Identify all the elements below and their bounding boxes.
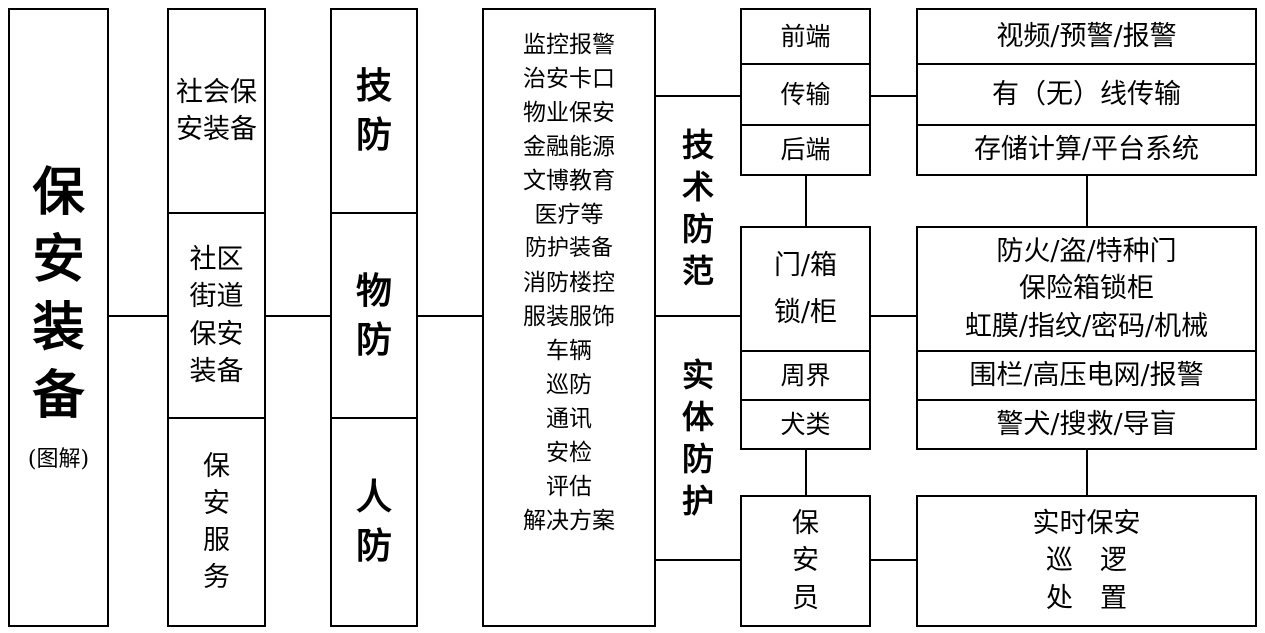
physical-defense-box: 物防	[330, 212, 418, 419]
perimeter-box: 周界	[740, 350, 871, 401]
transmission-box: 传输	[740, 63, 871, 126]
perimeter-label: 周界	[780, 360, 831, 390]
locks-detail-list: 防火/盗/特种门 保险箱锁柜 虹膜/指纹/密码/机械	[965, 233, 1208, 345]
main-title-text: 保安装备	[32, 161, 85, 426]
main-title-subtitle: (图解)	[27, 447, 90, 473]
transmission-detail-label: 有（无）线传输	[992, 78, 1181, 110]
physical-protection-category: 实体防护	[672, 338, 724, 538]
guard-label: 保安员	[792, 508, 819, 614]
locks-detail-line: 虹膜/指纹/密码/机械	[964, 310, 1209, 342]
social-security-box: 社会保安装备	[167, 8, 266, 214]
security-service-label: 保安服务	[203, 450, 230, 594]
front-detail-label: 视频/预警/报警	[996, 20, 1177, 52]
application-item: 通讯	[546, 406, 592, 432]
application-item: 物业保安	[523, 100, 615, 126]
tech-defense-box: 技防	[330, 8, 418, 214]
physical-protection-category-label: 实体防护	[682, 355, 715, 521]
application-item: 安检	[546, 440, 592, 466]
locks-detail-line: 防火/盗/特种门	[996, 236, 1177, 268]
tech-defense-category: 技术防范	[672, 108, 724, 308]
application-item: 解决方案	[523, 508, 615, 534]
locks-detail-line: 保险箱锁柜	[1018, 273, 1154, 305]
guard-detail-line: 处 置	[1046, 582, 1127, 614]
application-item: 评估	[546, 474, 592, 500]
back-detail-label: 存储计算/平台系统	[973, 134, 1200, 166]
application-item: 医疗等	[534, 202, 604, 228]
application-item: 车辆	[546, 338, 592, 364]
guard-detail-line: 实时保安	[1032, 508, 1141, 540]
front-end-box: 前端	[740, 8, 871, 65]
transmission-label: 传输	[780, 79, 831, 109]
locks-label: 门/箱 锁/柜	[774, 247, 837, 332]
main-title-box: 保安装备 (图解)	[8, 8, 109, 627]
social-security-label: 社会保安装备	[176, 76, 257, 145]
back-end-box: 后端	[740, 124, 871, 176]
front-end-label: 前端	[780, 21, 831, 51]
dogs-detail-box: 警犬/搜救/导盲	[916, 399, 1257, 450]
dogs-detail-label: 警犬/搜救/导盲	[996, 408, 1177, 440]
guard-detail-list: 实时保安 巡 逻 处 置	[1033, 505, 1141, 617]
locks-label-line2: 锁/柜	[773, 297, 838, 328]
front-detail-box: 视频/预警/报警	[916, 8, 1257, 65]
human-defense-box: 人防	[330, 417, 418, 627]
locks-box: 门/箱 锁/柜	[740, 226, 871, 352]
application-item: 巡防	[546, 372, 592, 398]
locks-label-line1: 门/箱	[773, 249, 838, 281]
locks-detail-box: 防火/盗/特种门 保险箱锁柜 虹膜/指纹/密码/机械	[916, 226, 1257, 352]
main-title: 保安装备 (图解)	[28, 159, 89, 476]
application-item: 服装服饰	[523, 304, 615, 330]
guard-detail-box: 实时保安 巡 逻 处 置	[916, 495, 1257, 627]
community-security-box: 社区街道保安装备	[167, 212, 266, 419]
community-security-label: 社区街道保安装备	[189, 244, 244, 387]
applications-box: 监控报警治安卡口物业保安金融能源文博教育医疗等防护装备消防楼控服装服饰车辆巡防通…	[482, 8, 656, 627]
dogs-box: 犬类	[740, 399, 871, 450]
security-service-box: 保安服务	[167, 417, 266, 627]
perimeter-detail-label: 围栏/高压电网/报警	[969, 359, 1204, 391]
perimeter-detail-box: 围栏/高压电网/报警	[916, 350, 1257, 401]
application-item: 监控报警	[523, 32, 615, 58]
tech-defense-category-label: 技术防范	[682, 125, 715, 291]
dogs-label: 犬类	[780, 409, 831, 439]
application-item: 治安卡口	[523, 66, 615, 92]
physical-defense-label: 物防	[356, 269, 393, 361]
guard-box: 保安员	[740, 495, 871, 627]
back-detail-box: 存储计算/平台系统	[916, 124, 1257, 176]
application-item: 消防楼控	[523, 270, 615, 296]
guard-detail-line: 巡 逻	[1046, 545, 1127, 577]
tech-defense-label: 技防	[356, 65, 393, 156]
back-end-label: 后端	[780, 135, 831, 165]
transmission-detail-box: 有（无）线传输	[916, 63, 1257, 126]
application-item: 文博教育	[523, 168, 615, 194]
application-item: 防护装备	[524, 236, 613, 261]
application-item: 金融能源	[523, 134, 615, 160]
applications-list: 监控报警治安卡口物业保安金融能源文博教育医疗等防护装备消防楼控服装服饰车辆巡防通…	[523, 28, 615, 538]
human-defense-label: 人防	[356, 476, 393, 567]
